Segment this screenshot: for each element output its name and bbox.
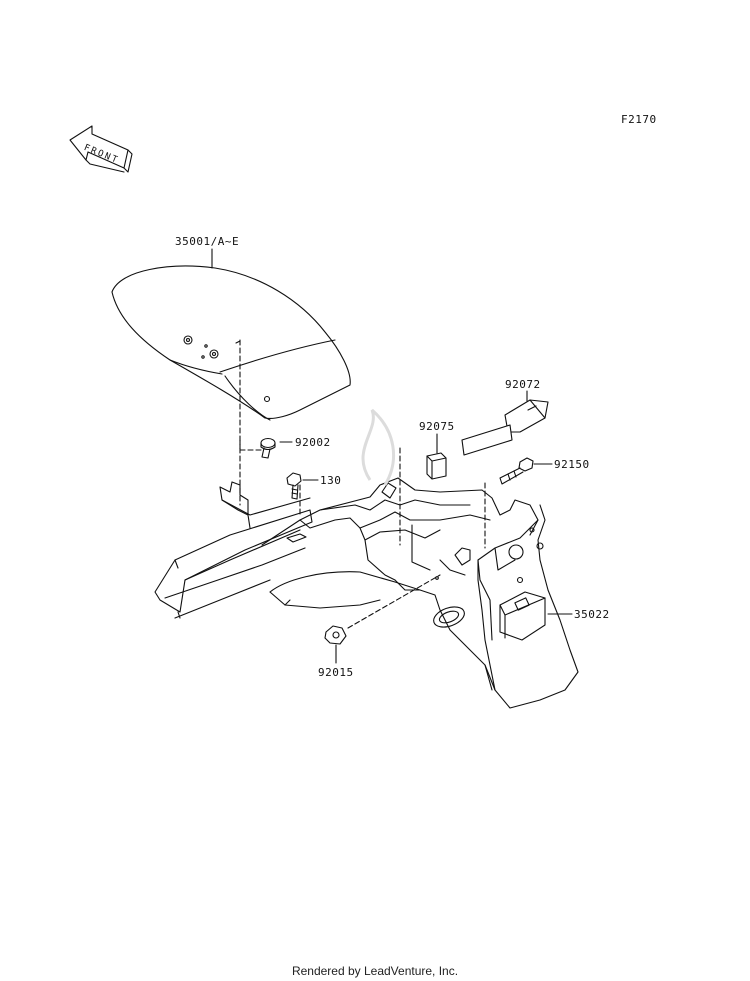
- holder-92072-icon: [461, 399, 549, 456]
- bolt-92002-icon: [260, 437, 276, 459]
- part-label-92015[interactable]: 92015: [318, 666, 354, 679]
- part-label-92072[interactable]: 92072: [505, 378, 541, 391]
- part-label-92150[interactable]: 92150: [554, 458, 590, 471]
- part-label-35022[interactable]: 35022: [574, 608, 610, 621]
- front-fender-drawing: [111, 265, 351, 421]
- front-arrow-icon: [69, 125, 133, 173]
- diagram-code: F2170: [621, 113, 657, 126]
- bolt-92150-icon: [499, 457, 534, 485]
- nut-92015-icon: [324, 625, 347, 645]
- part-label-130[interactable]: 130: [320, 474, 342, 487]
- part-label-92075[interactable]: 92075: [419, 420, 455, 433]
- rear-fender-drawing: [154, 477, 579, 709]
- footer-credit: Rendered by LeadVenture, Inc.: [291, 964, 459, 978]
- part-label-35001[interactable]: 35001/A~E: [175, 235, 240, 248]
- bolt-130-icon: [286, 472, 302, 500]
- part-label-92002[interactable]: 92002: [295, 436, 331, 449]
- watermark-flame-icon: [361, 408, 396, 486]
- pad-92075-icon: [426, 452, 447, 480]
